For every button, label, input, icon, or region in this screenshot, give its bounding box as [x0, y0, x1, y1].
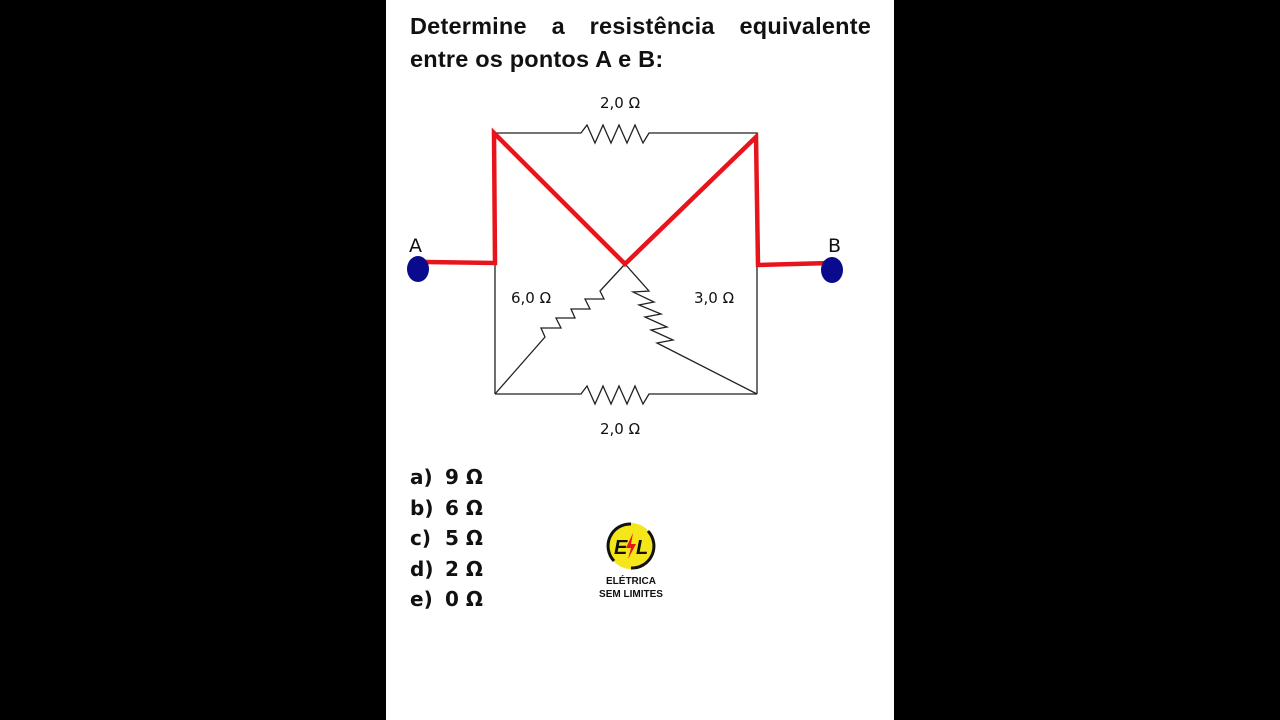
logo-line1: ELÉTRICA — [606, 576, 656, 587]
brand-logo: E L ELÉTRICA SEM LIMITES — [590, 521, 672, 601]
option-b[interactable]: b) 6 Ω — [410, 493, 483, 524]
node-b-label: B — [828, 235, 841, 257]
option-key: e) — [410, 587, 433, 611]
option-d[interactable]: d) 2 Ω — [410, 554, 483, 585]
left-diagonal-resistor — [494, 263, 626, 395]
option-key: b) — [410, 495, 434, 520]
option-value: 2 Ω — [445, 556, 483, 581]
option-key: c) — [410, 526, 431, 550]
option-value: 9 Ω — [445, 465, 483, 489]
svg-text:L: L — [636, 537, 648, 559]
terminal-a — [407, 256, 429, 282]
question-panel: Determine a resistência equivalente entr… — [386, 0, 894, 720]
short-circuit-path — [425, 127, 831, 268]
option-key: d) — [410, 556, 434, 581]
bottom-resistor — [495, 384, 757, 406]
answer-options: a) 9 Ω b) 6 Ω c) 5 Ω d) 2 Ω e) 0 Ω — [410, 462, 483, 615]
logo-emblem-icon: E L — [606, 522, 656, 570]
logo-line2: SEM LIMITES — [599, 589, 663, 600]
circuit-diagram: A B 2,0 Ω 6,0 Ω 3,0 Ω 2,0 Ω — [407, 94, 843, 438]
right-resistor-label: 3,0 Ω — [694, 289, 734, 307]
left-resistor-label: 6,0 Ω — [511, 289, 551, 307]
svg-text:E: E — [614, 537, 628, 559]
terminal-b — [821, 257, 843, 283]
top-resistor-label: 2,0 Ω — [600, 94, 640, 112]
node-a-label: A — [409, 235, 422, 257]
question-text: Determine a resistência equivalente entr… — [410, 13, 871, 72]
option-a[interactable]: a) 9 Ω — [410, 462, 483, 493]
option-value: 6 Ω — [445, 495, 483, 520]
option-c[interactable]: c) 5 Ω — [410, 523, 483, 554]
option-e[interactable]: e) 0 Ω — [410, 584, 483, 615]
option-key: a) — [410, 465, 433, 489]
right-diagonal-resistor — [624, 263, 758, 395]
option-value: 0 Ω — [445, 587, 483, 611]
option-value: 5 Ω — [445, 526, 483, 550]
bottom-resistor-label: 2,0 Ω — [600, 420, 640, 438]
top-resistor — [495, 123, 757, 145]
